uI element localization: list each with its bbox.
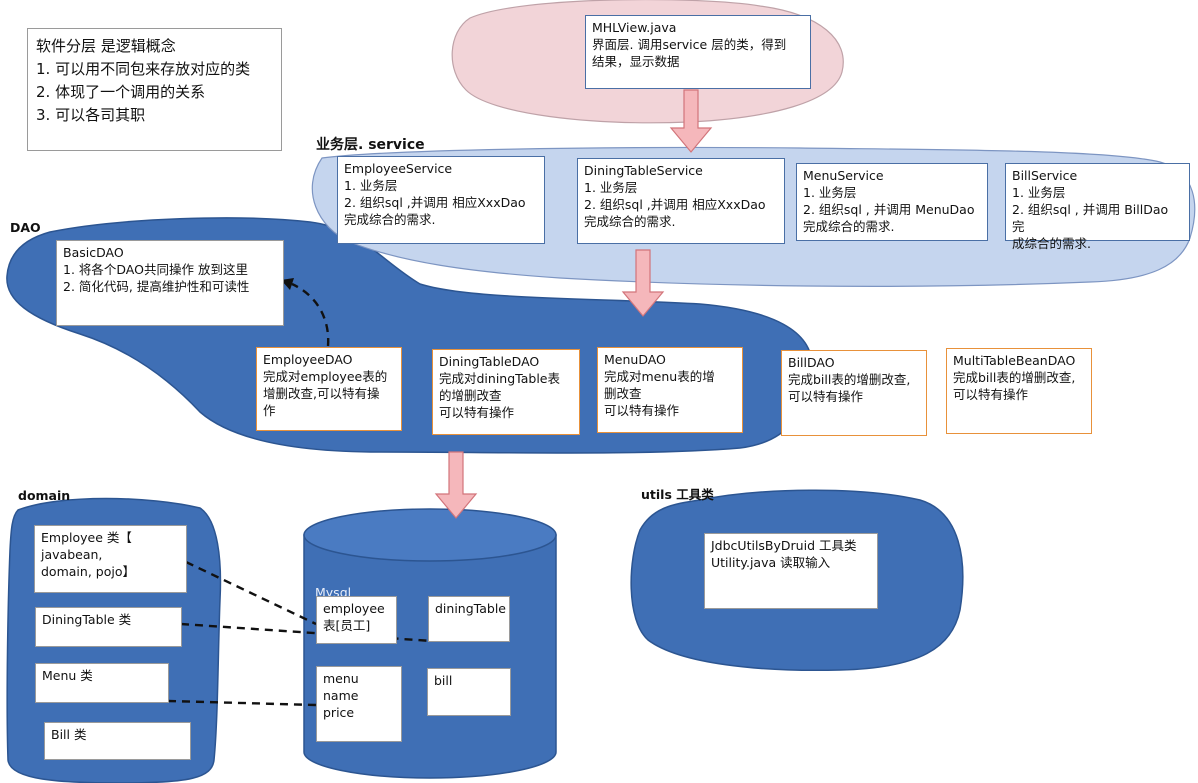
- service-title: MenuService: [803, 168, 884, 183]
- dao-line: 完成对menu表的增: [604, 369, 715, 384]
- domain-line: DiningTable 类: [42, 612, 132, 627]
- employee-dao-box: EmployeeDAO 完成对employee表的 增删改查,可以特有操 作: [256, 347, 402, 431]
- basicdao-line: 2. 简化代码, 提高维护性和可读性: [63, 279, 250, 294]
- service-line: 完成综合的需求.: [584, 214, 676, 229]
- notes-item: 3. 可以各司其职: [36, 106, 146, 124]
- service-line: 成综合的需求.: [1012, 236, 1091, 251]
- diningtable-service-box: DiningTableService 1. 业务层 2. 组织sql ,并调用 …: [577, 158, 785, 244]
- table-line: diningTable: [435, 601, 506, 616]
- domain-line: Bill 类: [51, 727, 87, 742]
- service-line: 完成综合的需求.: [803, 219, 895, 234]
- arrow-service-to-dao: [621, 249, 665, 317]
- menu-dao-box: MenuDAO 完成对menu表的增 删改查 可以特有操作: [597, 347, 743, 433]
- dao-title: BillDAO: [788, 355, 835, 370]
- service-title: BillService: [1012, 168, 1078, 183]
- notes-item: 2. 体现了一个调用的关系: [36, 83, 206, 101]
- dashed-menu-to-table: [167, 699, 317, 707]
- utils-line: Utility.java 读取输入: [711, 555, 831, 570]
- dao-layer-label: DAO: [10, 220, 41, 235]
- dao-line: 增删改查,可以特有操: [263, 386, 380, 401]
- notes-heading: 软件分层 是逻辑概念: [36, 37, 176, 55]
- service-line: 2. 组织sql , 并调用 MenuDao: [803, 202, 975, 217]
- table-line: 表[员工]: [323, 618, 371, 633]
- multitablebean-dao-box: MultiTableBeanDAO 完成bill表的增删改查, 可以特有操作: [946, 348, 1092, 434]
- basicdao-title: BasicDAO: [63, 245, 124, 260]
- bill-table-box: bill: [427, 668, 511, 716]
- employee-service-box: EmployeeService 1. 业务层 2. 组织sql ,并调用 相应X…: [337, 156, 545, 244]
- dao-line: 可以特有操作: [439, 405, 515, 420]
- service-line: 1. 业务层: [1012, 185, 1066, 200]
- bill-service-box: BillService 1. 业务层 2. 组织sql , 并调用 BillDa…: [1005, 163, 1190, 251]
- mysql-cylinder-top: [303, 508, 557, 562]
- dao-line: 完成bill表的增删改查,: [788, 372, 911, 387]
- arrow-view-to-service: [669, 89, 713, 153]
- menu-service-box: MenuService 1. 业务层 2. 组织sql , 并调用 MenuDa…: [796, 163, 988, 241]
- service-title: EmployeeService: [344, 161, 453, 176]
- service-line: 1. 业务层: [584, 180, 638, 195]
- mhlview-title: MHLView.java: [592, 20, 677, 35]
- dao-line: 作: [263, 403, 276, 418]
- employee-table-box: employee 表[员工]: [316, 596, 397, 644]
- dao-line: 的增删改查: [439, 388, 502, 403]
- bill-dao-box: BillDAO 完成bill表的增删改查, 可以特有操作: [781, 350, 927, 436]
- employee-class-box: Employee 类【 javabean, domain, pojo】: [34, 525, 187, 593]
- domain-line: Menu 类: [42, 668, 93, 683]
- dao-line: 完成对employee表的: [263, 369, 388, 384]
- dao-line: 完成对diningTable表: [439, 371, 560, 386]
- table-line: bill: [434, 673, 453, 688]
- table-line: menu: [323, 671, 359, 686]
- service-line: 1. 业务层: [344, 178, 398, 193]
- domain-layer-label: domain: [18, 488, 71, 503]
- dao-line: 删改查: [604, 386, 642, 401]
- dao-title: DiningTableDAO: [439, 354, 540, 369]
- dashed-arrowhead: [281, 278, 294, 290]
- service-line: 2. 组织sql ,并调用 相应XxxDao: [584, 197, 766, 212]
- service-line: 1. 业务层: [803, 185, 857, 200]
- service-title: DiningTableService: [584, 163, 703, 178]
- menu-class-box: Menu 类: [35, 663, 169, 703]
- service-line: 2. 组织sql , 并调用 BillDao 完: [1012, 202, 1173, 234]
- service-layer-label: 业务层. service: [316, 137, 425, 153]
- service-line: 2. 组织sql ,并调用 相应XxxDao: [344, 195, 526, 210]
- mhlview-desc: 界面层. 调用service 层的类，得到: [592, 37, 787, 52]
- diningtable-table-box: diningTable: [428, 596, 510, 642]
- dao-title: EmployeeDAO: [263, 352, 353, 367]
- layering-notes: 软件分层 是逻辑概念 1. 可以用不同包来存放对应的类 2. 体现了一个调用的关…: [27, 28, 282, 151]
- dao-line: 可以特有操作: [604, 403, 680, 418]
- utils-layer-label: utils 工具类: [641, 487, 714, 502]
- menu-table-box: menu name price: [316, 666, 402, 742]
- utils-line: JdbcUtilsByDruid 工具类: [711, 538, 857, 553]
- bill-class-box: Bill 类: [44, 722, 191, 760]
- dao-line: 完成bill表的增删改查,: [953, 370, 1076, 385]
- table-line: price: [323, 705, 355, 720]
- basicdao-box: BasicDAO 1. 将各个DAO共同操作 放到这里 2. 简化代码, 提高维…: [56, 240, 284, 326]
- dao-title: MultiTableBeanDAO: [953, 353, 1076, 368]
- dao-title: MenuDAO: [604, 352, 666, 367]
- dashed-employee-to-table: [185, 560, 317, 626]
- arrow-dao-to-db: [434, 451, 478, 519]
- notes-item: 1. 可以用不同包来存放对应的类: [36, 60, 251, 78]
- domain-line: Employee 类【 javabean,: [41, 530, 136, 562]
- dao-line: 可以特有操作: [788, 389, 864, 404]
- dao-line: 可以特有操作: [953, 387, 1029, 402]
- diningtable-class-box: DiningTable 类: [35, 607, 182, 647]
- mhlview-desc: 结果，显示数据: [592, 54, 680, 69]
- basicdao-line: 1. 将各个DAO共同操作 放到这里: [63, 262, 248, 277]
- utils-box: JdbcUtilsByDruid 工具类 Utility.java 读取输入: [704, 533, 878, 609]
- diningtable-dao-box: DiningTableDAO 完成对diningTable表 的增删改查 可以特…: [432, 349, 580, 435]
- mhlview-box: MHLView.java 界面层. 调用service 层的类，得到 结果，显示…: [585, 15, 811, 89]
- table-line: employee: [323, 601, 385, 616]
- domain-line: domain, pojo】: [41, 564, 135, 579]
- table-line: name: [323, 688, 359, 703]
- service-line: 完成综合的需求.: [344, 212, 436, 227]
- dashed-employee-dao-to-basic: [291, 282, 330, 347]
